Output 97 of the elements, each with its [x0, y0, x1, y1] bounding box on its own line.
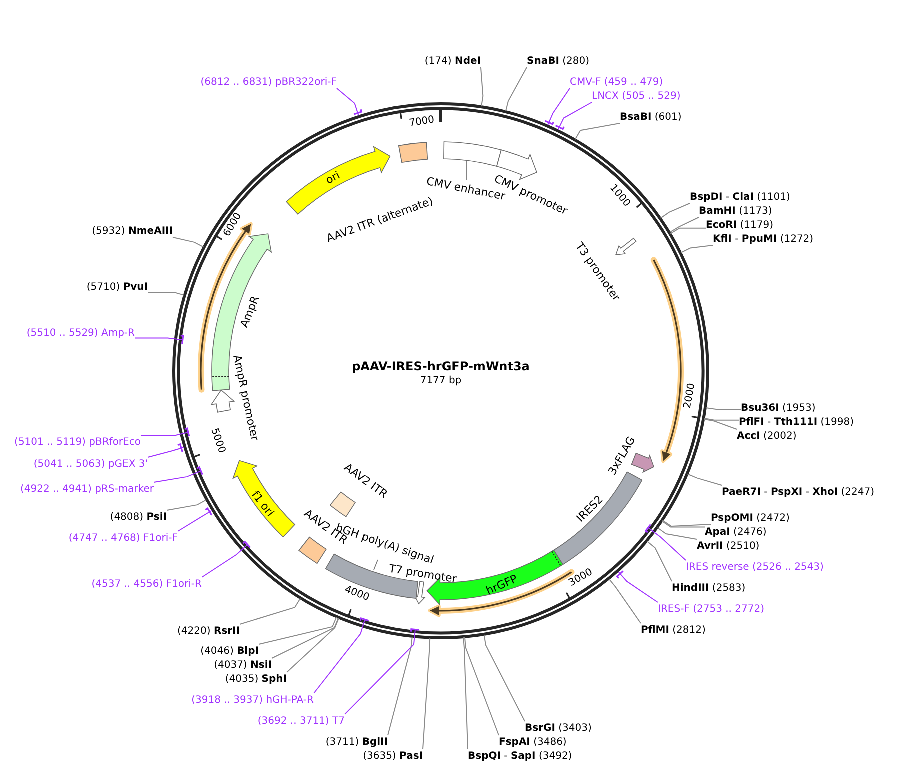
- leader-line: [657, 527, 698, 540]
- enzyme-site-label: EcoRI (1179): [706, 218, 774, 232]
- feature-band: [211, 234, 272, 391]
- leader-line: [660, 203, 690, 219]
- primer-label: (6812 .. 6831) pBR322ori-F: [200, 76, 337, 88]
- leader-line: [555, 102, 592, 130]
- leader-line: [344, 628, 420, 715]
- primer-label: (4747 .. 4768) F1ori-F: [68, 532, 178, 544]
- leader-line: [480, 67, 484, 108]
- scale-number: 2000: [681, 382, 698, 410]
- leader-line: [140, 428, 190, 438]
- leader-line: [484, 634, 526, 722]
- leader-line: [134, 335, 184, 345]
- leader-line: [258, 616, 338, 645]
- leader-line: [172, 237, 204, 248]
- enzyme-site-label: BamHI (1173): [699, 204, 772, 218]
- primer-label: (5041 .. 5063) pGEX 3': [34, 458, 148, 470]
- leader-line: [704, 418, 740, 421]
- enzyme-site-label: (4035) SphI: [225, 672, 287, 686]
- enzyme-site-label: BspDI - ClaI (1101): [690, 190, 790, 204]
- leader-line: [662, 520, 706, 528]
- plasmid-length: 7177 bp: [420, 374, 462, 388]
- enzyme-site-label: (4220) RsrII: [178, 624, 240, 638]
- feature-box: [398, 142, 428, 163]
- enzyme-site-label: (5932) NmeAIII: [92, 224, 173, 238]
- enzyme-site-label: Bsu36I (1953): [741, 402, 816, 414]
- leader-line: [646, 540, 672, 582]
- leader-line: [464, 636, 500, 736]
- scale-number: 5000: [208, 427, 228, 456]
- leader-line: [202, 541, 252, 578]
- leader-line: [662, 520, 712, 527]
- leader-line: [239, 598, 302, 625]
- enzyme-site-label: PflFI - Tth111I (1998): [739, 416, 854, 428]
- primer-label: (4922 .. 4941) pRS-marker: [20, 482, 154, 496]
- feature-tag: [414, 581, 425, 604]
- leader-line: [388, 636, 413, 736]
- enzyme-site-label: PaeR7I - PspXI - XhoI (2247): [722, 486, 874, 498]
- plasmid-name: pAAV-IRES-hrGFP-mWnt3a: [352, 360, 530, 374]
- leader-line: [670, 228, 706, 234]
- scale-number: 7000: [408, 113, 436, 130]
- feature-tag: [616, 238, 637, 255]
- enzyme-site-label: (3711) BglII: [326, 736, 388, 748]
- leader-line: [422, 638, 431, 750]
- leader-line: [574, 123, 620, 140]
- primer-label: (3918 .. 3937) hGH-PA-R: [192, 694, 314, 706]
- enzyme-site-label: ApaI (2476): [705, 526, 767, 538]
- enzyme-site-label: (5710) PvuI: [86, 280, 148, 294]
- enzyme-site-label: BsaBI (601): [620, 110, 682, 124]
- scale-number: 4000: [342, 583, 372, 604]
- feature-band: f1 ori: [233, 460, 296, 538]
- enzyme-site-label: KflI - PpuMI (1272): [713, 232, 814, 246]
- leader-line: [314, 618, 370, 694]
- leader-line: [177, 508, 213, 532]
- leader-line: [147, 444, 184, 458]
- leader-line: [616, 570, 658, 603]
- primer-label: CMV-F (459 .. 479): [570, 76, 664, 88]
- leader-line: [154, 466, 204, 483]
- enzyme-site-label: (174) NdeI: [424, 54, 481, 68]
- leader-line: [608, 578, 642, 624]
- enzyme-site-label: (3635) PasI: [363, 750, 423, 762]
- enzyme-site-label: PspOMI (2472): [711, 512, 790, 524]
- leader-line: [286, 618, 340, 673]
- leader-line: [505, 67, 528, 112]
- feature-label: AmpR: [238, 294, 262, 330]
- leader-line: [680, 245, 714, 254]
- feature-box: [330, 492, 356, 517]
- primer-label: (5510 .. 5529) Amp-R: [26, 326, 135, 340]
- leader-line: [272, 618, 340, 659]
- leader-line: [463, 637, 468, 750]
- primer-label: (3692 .. 3711) T7: [258, 714, 345, 728]
- primer-label: IRES-F (2753 .. 2772): [658, 602, 765, 616]
- leader-line: [687, 474, 722, 486]
- enzyme-site-label: SnaBI (280): [527, 54, 590, 68]
- enzyme-site-label: (4046) BlpI: [200, 644, 259, 658]
- enzyme-site-label: HindIII (2583): [672, 582, 746, 594]
- enzyme-site-label: (4037) NsiI: [214, 658, 272, 672]
- enzyme-site-label: FspAI (3486): [499, 736, 567, 748]
- enzyme-site-label: AvrII (2510): [697, 540, 760, 552]
- primer-label: (5101 .. 5119) pBRforEco: [14, 436, 141, 448]
- leader-line: [645, 524, 686, 561]
- primer-label: (4537 .. 4556) F1ori-R: [92, 578, 202, 590]
- leader-line: [336, 88, 363, 116]
- enzyme-site-label: BsrGI (3403): [525, 722, 592, 734]
- enzyme-site-label: BspQI - SapI (3492): [468, 750, 572, 762]
- leader-line: [704, 418, 738, 430]
- enzyme-site-label: AccI (2002): [737, 430, 797, 442]
- leader-line: [669, 217, 700, 234]
- feature-box: [299, 537, 327, 564]
- leader-line: [705, 408, 742, 410]
- enzyme-site-label: (4808) PsiI: [110, 510, 167, 524]
- leader-line: [544, 88, 570, 126]
- primer-label: LNCX (505 .. 529): [592, 90, 681, 102]
- primer-label: IRES reverse (2526 .. 2543): [686, 560, 824, 574]
- leader-line: [148, 292, 185, 296]
- leader-line: [166, 500, 208, 511]
- feature-band: [211, 390, 235, 413]
- enzyme-site-label: PflMI (2812): [641, 624, 706, 636]
